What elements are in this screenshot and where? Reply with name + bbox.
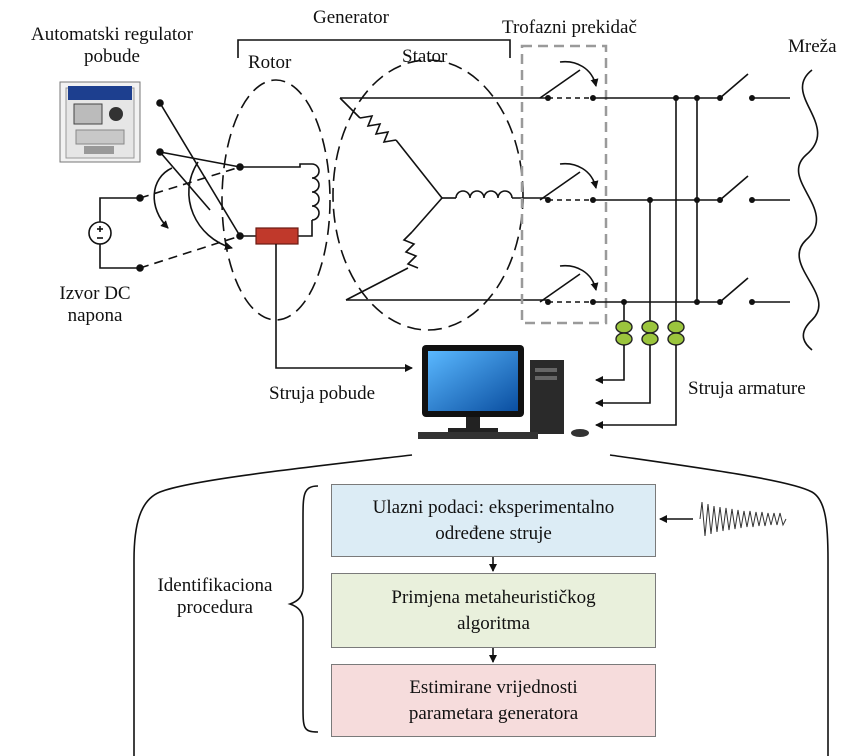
generator-outline (221, 39, 524, 331)
breaker-contacts (539, 60, 599, 303)
field-current-label: Struja pobude (269, 383, 376, 404)
step-input-data-line2: određene struje (435, 522, 552, 544)
step-estimated-line1: Estimirane vrijednosti (409, 676, 578, 698)
step-estimated-parameters: Estimirane vrijednosti parametara genera… (331, 664, 656, 737)
procedure-label-line2: procedura (177, 596, 253, 618)
grid-label: Mreža (788, 36, 837, 57)
armature-current-label: Struja armature (688, 378, 806, 399)
stator-winding (339, 97, 548, 301)
breaker-frame (520, 44, 608, 325)
computer-icon (418, 345, 589, 439)
step-estimated-line2: parametara generatora (408, 702, 579, 724)
armature-current-lines (595, 345, 677, 429)
grid-nodes (621, 95, 755, 305)
step-metaheuristic: Primjena metaheurističkog algoritma (331, 573, 656, 648)
step-metaheuristic-line1: Primjena metaheurističkog (391, 586, 596, 608)
avr-label-line2: pobude (84, 45, 140, 67)
flow-arrows (489, 515, 693, 663)
avr-label-line1: Automatski regulator (31, 24, 193, 45)
grid-lines (593, 73, 790, 322)
dc-source-label-line2: napona (67, 304, 123, 326)
rotor-label: Rotor (248, 52, 292, 73)
slip-ring (255, 227, 299, 245)
procedure-label-line1: Identifikaciona (157, 575, 273, 596)
procedure-enclosure (133, 454, 829, 756)
dc-source-label-line1: Izvor DC (59, 283, 131, 304)
current-transformers (615, 320, 685, 346)
procedure-label: Identifikaciona procedura (140, 575, 290, 619)
generator-label: Generator (313, 7, 389, 28)
field-current-line (275, 244, 413, 372)
measured-current-waveform (699, 501, 787, 537)
avr-device (59, 81, 141, 163)
avr-wiring (156, 99, 241, 237)
step-input-data: Ulazni podaci: eksperimentalno određene … (331, 484, 656, 557)
step-metaheuristic-line2: algoritma (457, 612, 530, 634)
grid-symbol (797, 69, 820, 351)
dc-source-label: Izvor DC napona (40, 283, 150, 327)
dc-source (88, 161, 241, 272)
step-input-data-line1: Ulazni podaci: eksperimentalno (372, 496, 615, 518)
breaker-label: Trofazni prekidač (502, 17, 637, 38)
avr-label: Automatski regulator pobude (2, 24, 222, 68)
stator-label: Stator (402, 46, 448, 67)
